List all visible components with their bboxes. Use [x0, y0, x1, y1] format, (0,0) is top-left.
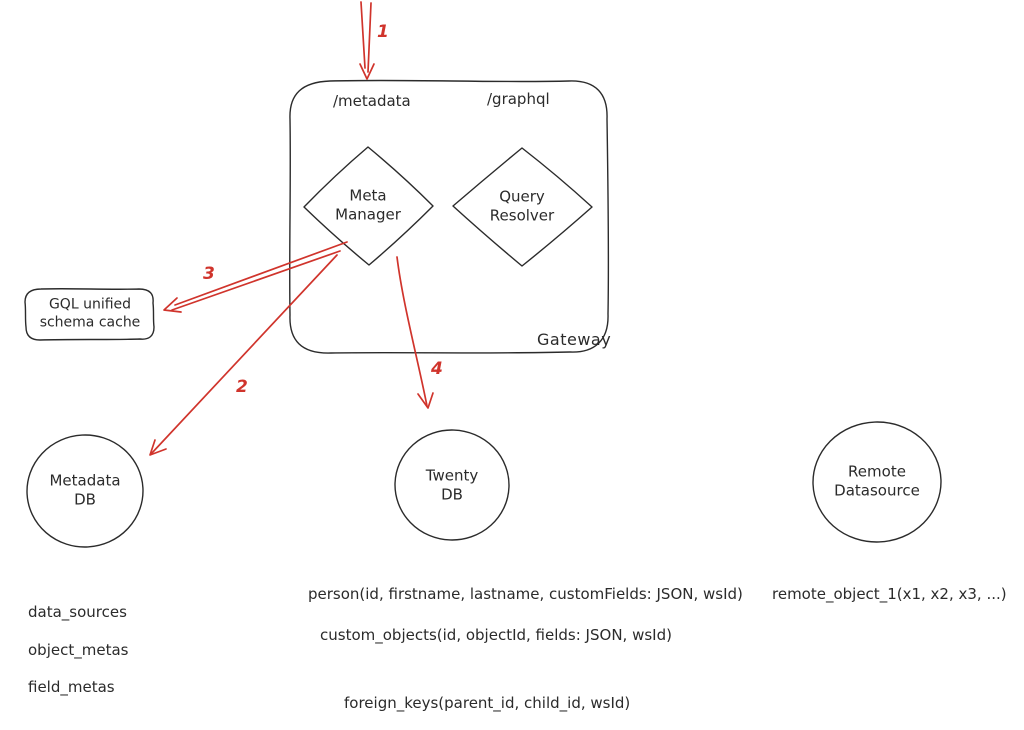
twenty-db-circle: [394, 429, 510, 541]
metadata-db-tables: data_sources object_metas field_metas: [28, 584, 128, 716]
twenty-db-table-foreign-keys: foreign_keys(parent_id, child_id, wsId): [344, 694, 631, 712]
meta-manager-label: Meta Manager: [335, 186, 401, 223]
arrow-1-head: [359, 63, 375, 80]
meta-manager-diamond: [303, 146, 434, 266]
remote-datasource-table: remote_object_1(x1, x2, x3, ...): [772, 585, 1007, 603]
arrow-1-line-b: [367, 2, 372, 73]
remote-datasource-label: Remote Datasource: [834, 462, 920, 499]
arrow-1-line-a: [360, 1, 366, 69]
gateway-box: [289, 79, 610, 354]
query-resolver-label: Query Resolver: [489, 187, 555, 224]
arrow-2-head: [149, 439, 167, 456]
flow-number-1: 1: [377, 22, 389, 42]
table-name: object_metas: [28, 640, 129, 659]
twenty-db-label: Twenty DB: [425, 466, 479, 503]
arrow-3-head: [163, 297, 182, 313]
schema-cache-box: [24, 288, 155, 341]
gateway-title: Gateway: [537, 330, 612, 349]
arrow-3-line-b: [171, 250, 341, 311]
metadata-db-label: Metadata DB: [49, 471, 121, 508]
twenty-db-table-person: person(id, firstname, lastname, customFi…: [308, 585, 743, 603]
arrow-4-line: [396, 256, 428, 407]
flow-number-4: 4: [431, 359, 443, 379]
arrow-4-head: [417, 392, 434, 409]
schema-cache-label: GQL unified schema cache: [39, 296, 141, 331]
twenty-db-table-custom-objects: custom_objects(id, objectId, fields: JSO…: [320, 626, 672, 644]
arrow-2-line: [150, 254, 338, 455]
metadata-db-circle: [26, 434, 144, 548]
remote-datasource-circle: [812, 421, 942, 543]
arrow-3-line-a: [174, 241, 348, 306]
flow-number-2: 2: [236, 377, 248, 397]
endpoint-graphql-label: /graphql: [487, 90, 550, 108]
flow-number-3: 3: [203, 264, 215, 284]
table-name: field_metas: [28, 678, 115, 697]
table-name: data_sources: [28, 602, 127, 621]
query-resolver-diamond: [452, 147, 593, 267]
endpoint-metadata-label: /metadata: [333, 92, 411, 110]
